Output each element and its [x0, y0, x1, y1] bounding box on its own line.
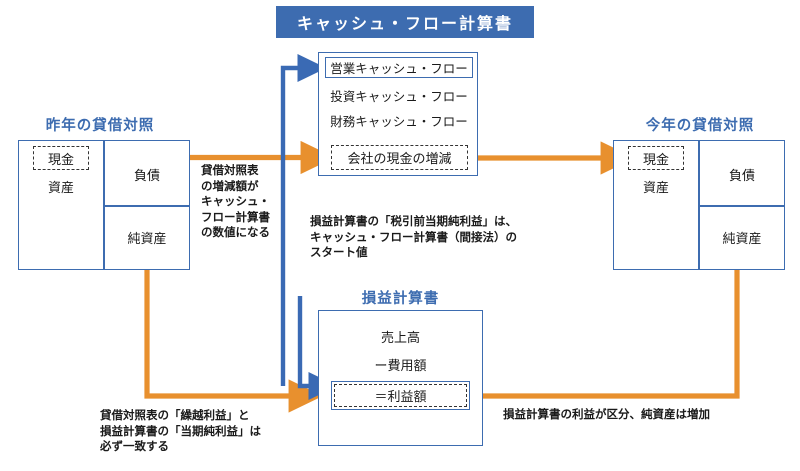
cf-financing-label: 財務キャッシュ・フロー: [330, 114, 468, 129]
income-statement-box: [318, 310, 483, 446]
cf-net-change-box: 会社の現金の増減: [331, 145, 468, 170]
bs-this-year-title: 今年の貸借対照: [645, 118, 755, 134]
note-pl-to-cf: 損益計算書の「税引前当期純利益」は、 キャッシュ・フロー計算書（間接法）の スタ…: [310, 214, 517, 259]
note-bs-to-cf: 貸借対照表 の増減額が キャッシュ・ フロー計算書 の数値になる: [201, 163, 270, 239]
income-statement-profit-inner: ＝利益額: [334, 384, 467, 407]
income-statement-expenses-label: ー費用額: [374, 359, 427, 374]
bs-last-year-assets-label: 資産: [47, 181, 74, 196]
income-statement-revenue-label: 売上高: [380, 331, 420, 346]
note-retained-earnings: 貸借対照表の「繰越利益」と 損益計算書の「当期純利益」は 必ず一致する: [100, 408, 261, 453]
income-statement-title: 損益計算書: [361, 291, 440, 307]
bs-this-year-cash-box: 現金: [628, 146, 684, 170]
bs-last-year-liabilities-label: 負債: [133, 169, 160, 184]
page-title-banner: キャッシュ・フロー計算書: [276, 6, 534, 38]
income-statement-profit-box: ＝利益額: [331, 381, 470, 410]
cf-net-change-label: 会社の現金の増減: [347, 152, 452, 167]
bs-last-year-horizontal-divider: [103, 205, 190, 207]
bs-this-year-horizontal-divider: [698, 205, 785, 207]
income-statement-profit-label: ＝利益額: [374, 390, 427, 405]
bs-last-year-cash-box: 現金: [33, 146, 89, 170]
cf-investing-row: 投資キャッシュ・フロー: [325, 86, 473, 104]
bs-this-year-cash-label: 現金: [642, 152, 669, 168]
note-profit-to-net-assets: 損益計算書の利益が区分、純資産は増加: [503, 407, 710, 421]
bs-this-year-assets-label: 資産: [642, 181, 669, 196]
bs-last-year-title: 昨年の貸借対照: [45, 118, 155, 134]
arrow-cf-down-to-pl: [297, 296, 338, 401]
cf-operating-row: 営業キャッシュ・フロー: [325, 57, 473, 78]
bs-this-year-liabilities-label: 負債: [728, 169, 755, 184]
arrow-pl-to-net-assets: [483, 229, 754, 399]
arrow-net-assets-to-pl: [144, 248, 323, 413]
cf-operating-label: 営業キャッシュ・フロー: [330, 61, 468, 76]
cf-financing-row: 財務キャッシュ・フロー: [325, 111, 473, 129]
bs-last-year-net-assets-label: 純資産: [127, 232, 167, 247]
cf-investing-label: 投資キャッシュ・フロー: [330, 89, 468, 104]
bs-last-year-cash-label: 現金: [47, 152, 74, 168]
bs-this-year-net-assets-label: 純資産: [722, 232, 762, 247]
